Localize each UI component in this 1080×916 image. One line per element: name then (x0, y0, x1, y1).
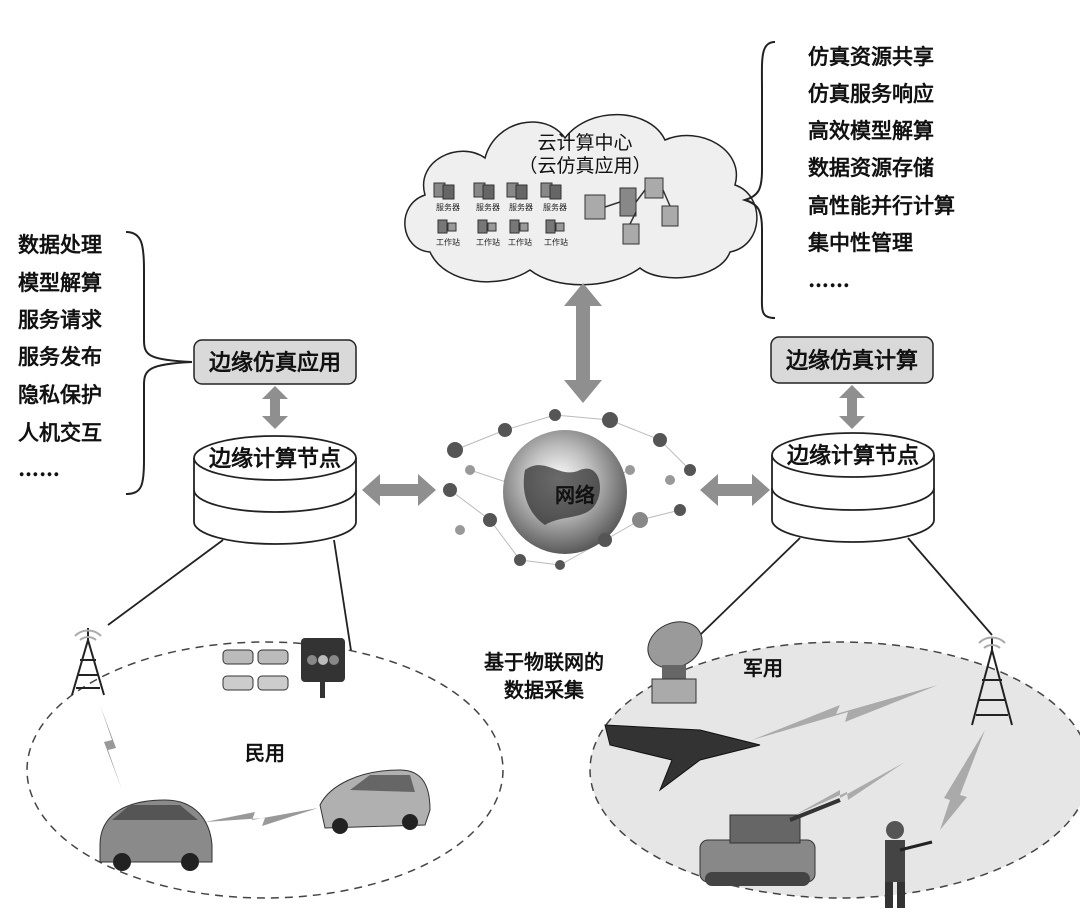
network-label: 网络 (555, 483, 595, 507)
right-list-item: 仿真服务响应 (808, 81, 934, 106)
svg-text:服务器: 服务器 (436, 202, 460, 212)
soldier-icon (885, 821, 933, 908)
right-node-label: 边缘计算节点 (786, 443, 919, 469)
server-icon: 服务器 (506, 182, 533, 212)
iot-label-line1: 基于物联网的 (484, 650, 604, 674)
svg-text:工作站: 工作站 (476, 237, 500, 247)
left-edge-app-box: 边缘仿真应用 (193, 339, 357, 385)
right-feature-list: 仿真资源共享 仿真服务响应 高效模型解算 数据资源存储 高性能并行计算 集中性管… (807, 44, 955, 292)
left-list-item: 服务发布 (18, 344, 102, 369)
server-icon-group: 服务器 服务器 服务器 服务器 (433, 182, 567, 212)
workstation-icon: 工作站 (508, 219, 532, 247)
svg-text:边缘仿真计算: 边缘仿真计算 (785, 348, 918, 374)
workstation-icon: 工作站 (544, 219, 568, 247)
drone-icon (604, 724, 761, 792)
cloud-title-line1: 云计算中心 (537, 132, 632, 154)
server-icon: 服务器 (540, 182, 567, 212)
cloud-computing-center: 云计算中心 （云仿真应用） 服务器 服务器 服务器 服务器 (404, 113, 758, 286)
left-list-item: 服务请求 (18, 307, 102, 332)
military-tower-icon (971, 636, 1013, 726)
cloud-title-line2: （云仿真应用） (518, 155, 651, 177)
traffic-light-icon (301, 638, 345, 698)
signal-bolt-icon (795, 762, 905, 815)
military-label: 军用 (743, 656, 783, 680)
cloud-shape (404, 113, 758, 286)
left-list-item: 隐私保护 (18, 382, 102, 407)
workstation-icon: 工作站 (436, 219, 460, 247)
server-icon: 服务器 (473, 182, 500, 212)
camera-icon (222, 649, 289, 691)
right-edge-node-cylinder: 边缘计算节点 (771, 432, 935, 543)
cloud-network-arrow (564, 283, 602, 403)
sports-car-icon (319, 769, 431, 834)
network-node-icons (443, 409, 696, 570)
left-horizontal-arrow (362, 474, 436, 506)
signal-bolt-icon (100, 705, 122, 790)
right-list-item: …… (808, 267, 850, 292)
left-feature-list: 数据处理 模型解算 服务请求 服务发布 隐私保护 人机交互 …… (18, 232, 102, 481)
workstation-icon-group: 工作站 工作站 工作站 工作站 (436, 219, 568, 247)
network-globe: 网络 (443, 409, 696, 570)
right-list-item: 高效模型解算 (808, 118, 934, 143)
right-list-item: 仿真资源共享 (808, 44, 934, 69)
svg-text:服务器: 服务器 (509, 202, 533, 212)
svg-text:工作站: 工作站 (436, 237, 460, 247)
svg-text:边缘仿真应用: 边缘仿真应用 (208, 350, 341, 376)
car-icon (99, 799, 213, 871)
signal-bolt-icon (940, 730, 985, 830)
left-node-label: 边缘计算节点 (208, 446, 341, 472)
svg-text:服务器: 服务器 (543, 202, 567, 212)
left-list-item: 人机交互 (18, 420, 102, 445)
right-edge-app-box: 边缘仿真计算 (770, 336, 934, 384)
right-list-item: 数据资源存储 (808, 155, 934, 180)
right-horizontal-arrow (700, 474, 770, 506)
iot-label-line2: 数据采集 (504, 678, 585, 702)
left-list-item: …… (18, 456, 60, 481)
signal-bolt-icon (752, 685, 938, 740)
svg-text:工作站: 工作站 (508, 237, 532, 247)
server-icon: 服务器 (433, 182, 460, 212)
left-brace (125, 231, 193, 495)
svg-text:工作站: 工作站 (544, 237, 568, 247)
radar-icon (647, 621, 703, 704)
left-edge-node-cylinder: 边缘计算节点 (193, 435, 357, 545)
right-vertical-arrow (839, 385, 865, 429)
right-brace (741, 41, 776, 319)
svg-text:服务器: 服务器 (476, 202, 500, 212)
workstation-icon: 工作站 (476, 219, 500, 247)
left-list-item: 模型解算 (18, 270, 102, 295)
right-list-item: 高性能并行计算 (808, 193, 955, 218)
civil-label: 民用 (245, 741, 285, 765)
tank-icon (699, 798, 841, 886)
military-zone (589, 641, 1080, 899)
civil-tower-icon (71, 628, 105, 696)
cloud-cluster-icon (584, 177, 679, 245)
left-vertical-arrow (262, 386, 288, 429)
left-list-item: 数据处理 (18, 232, 102, 257)
right-list-item: 集中性管理 (807, 230, 913, 255)
